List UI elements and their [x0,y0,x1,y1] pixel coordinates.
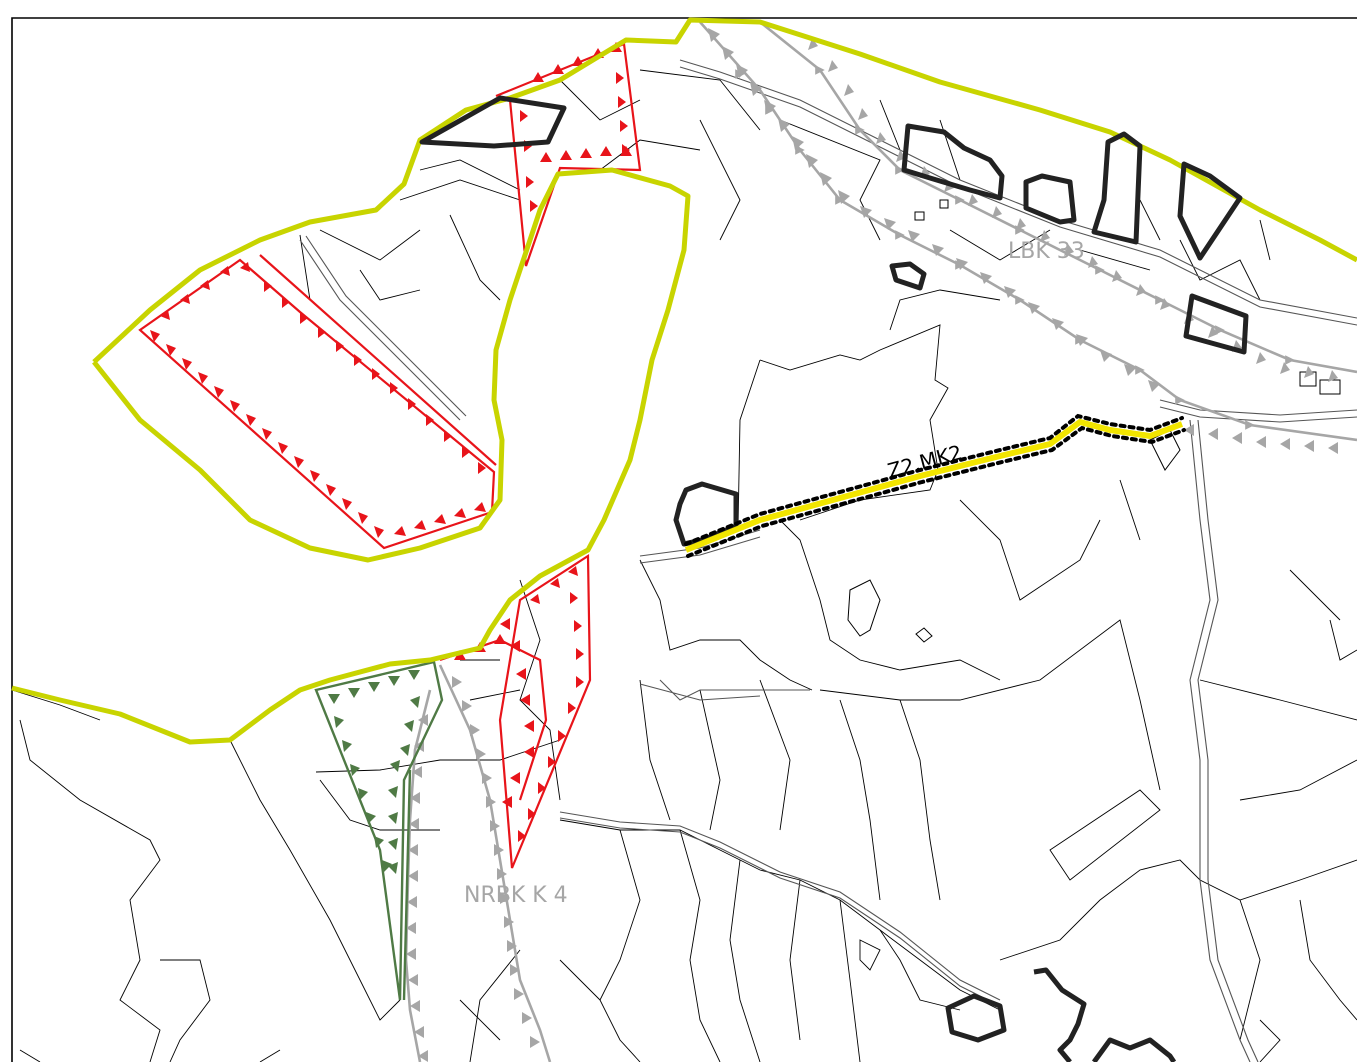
label-corridor-lbk-33: LBK 33 [1008,239,1085,264]
road-lines [299,59,1357,1062]
corridor-lbk-33-ticks [708,28,1338,454]
map-frame [11,17,1357,1062]
red-protection-ticks [150,42,632,842]
green-protection-zone [314,660,444,1001]
path-z2-mk2 [684,413,1186,558]
highlighted-parcels [419,95,1249,1062]
corridor-lbk-33 [699,20,1357,442]
label-corridor-nrbk-k4: NRBK K 4 [464,883,568,908]
red-protection-zones [138,42,642,869]
